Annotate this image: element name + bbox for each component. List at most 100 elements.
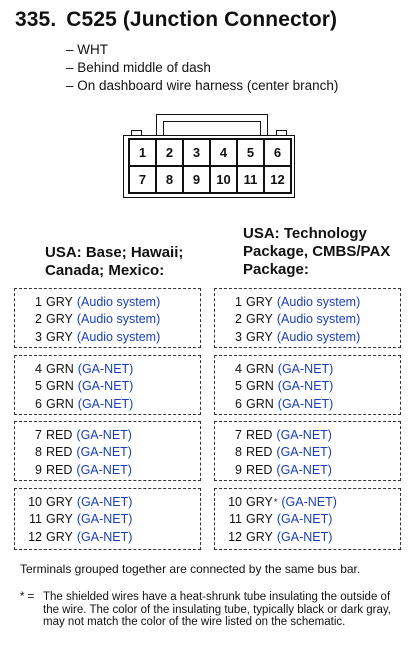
signal-name: (GA-NET) — [76, 529, 133, 544]
terminal-number: 5 — [35, 379, 42, 394]
terminal-number: 10 — [228, 494, 242, 509]
wire-color: GRY — [246, 512, 273, 527]
terminal-number: 12 — [28, 529, 42, 544]
terminal-number: 7 — [35, 427, 42, 442]
terminal-number: 6 — [235, 396, 242, 411]
terminal-number: 4 — [35, 361, 42, 376]
property-harness: – On dashboard wire harness (center bran… — [66, 78, 339, 93]
wire-color: RED — [246, 445, 273, 460]
signal-name: (GA-NET) — [77, 361, 134, 376]
wire-color: RED — [246, 427, 273, 442]
bus-bar-note: Terminals grouped together are connected… — [20, 562, 361, 576]
terminal-number: 8 — [235, 445, 242, 460]
signal-name: (Audio system) — [276, 329, 361, 344]
terminal-row: 3 GRY(Audio system) — [15, 328, 200, 346]
connector-lock-tab-inner — [163, 121, 261, 136]
signal-name: (Audio system) — [76, 329, 161, 344]
pin-9: 9 — [183, 166, 210, 193]
right-heading-line: Package, CMBS/PAX — [243, 243, 391, 260]
terminal-row: 3 GRY(Audio system) — [215, 328, 400, 346]
terminal-number: 12 — [228, 529, 242, 544]
terminal-row: 12 GRY(GA-NET) — [15, 528, 200, 546]
signal-name: (GA-NET) — [281, 494, 337, 509]
note-star-symbol: * = — [20, 591, 35, 603]
signal-name: (GA-NET) — [76, 445, 132, 460]
pin-12: 12 — [264, 166, 291, 193]
shielded-wire-note: * = The shielded wires have a heat-shrun… — [20, 591, 393, 629]
wire-color: GRY — [46, 329, 73, 344]
pin-7: 7 — [129, 166, 156, 193]
signal-name: (GA-NET) — [77, 396, 134, 411]
terminal-number: 3 — [235, 329, 242, 344]
pin-5: 5 — [237, 139, 264, 166]
terminal-row: 4 GRN(GA-NET) — [15, 360, 200, 378]
wire-color: GRN — [46, 361, 74, 376]
wire-color: GRN — [46, 396, 74, 411]
right-column-heading: USA: Technology Package, CMBS/PAX Packag… — [243, 225, 390, 279]
connector-shell — [123, 135, 295, 198]
signal-name: (GA-NET) — [76, 494, 133, 509]
terminal-number: 7 — [235, 427, 242, 442]
pin-2: 2 — [156, 139, 183, 166]
signal-name: (GA-NET) — [276, 529, 333, 544]
wire-color: GRY — [46, 529, 73, 544]
terminal-number: 2 — [235, 312, 242, 327]
pin-1: 1 — [129, 139, 156, 166]
signal-name: (GA-NET) — [76, 462, 132, 477]
connector-ear-right — [276, 130, 287, 136]
terminal-number: 6 — [35, 396, 42, 411]
terminal-number: 9 — [235, 462, 242, 477]
wire-color: GRY — [46, 294, 73, 309]
terminal-number: 3 — [35, 329, 42, 344]
signal-name: (GA-NET) — [277, 396, 334, 411]
connector-number: 335. — [15, 8, 57, 31]
wire-color: RED — [246, 462, 273, 477]
property-color: – WHT — [66, 42, 108, 57]
wire-color: GRY — [46, 494, 73, 509]
connector-ear-left — [131, 130, 142, 136]
property-location: – Behind middle of dash — [66, 60, 211, 75]
connector-diagram: 1 2 3 4 5 6 7 8 9 10 11 12 — [123, 114, 297, 198]
wire-color: GRY — [246, 329, 273, 344]
pin-3: 3 — [183, 139, 210, 166]
terminal-number: 4 — [235, 361, 242, 376]
signal-name: (Audio system) — [276, 312, 361, 327]
wire-color: GRN — [246, 379, 274, 394]
signal-name: (GA-NET) — [276, 427, 332, 442]
signal-name: (Audio system) — [76, 312, 161, 327]
pin-6: 6 — [264, 139, 291, 166]
note-star-text: The shielded wires have a heat-shrunk tu… — [43, 591, 391, 628]
terminal-number: 5 — [235, 379, 242, 394]
signal-name: (GA-NET) — [76, 427, 132, 442]
terminal-number: 11 — [29, 512, 42, 527]
terminal-row: 9 RED(GA-NET) — [215, 461, 400, 479]
signal-name: (GA-NET) — [276, 462, 332, 477]
wire-color: GRY — [46, 512, 73, 527]
left-heading-line: USA: Base; Hawaii; — [45, 244, 184, 261]
wire-color: GRY — [246, 494, 273, 509]
wire-color: GRY — [246, 312, 273, 327]
page-title: 335.C525 (Junction Connector) — [15, 8, 337, 32]
signal-name: (Audio system) — [276, 294, 361, 309]
terminal-row: 7 RED(GA-NET) — [215, 426, 400, 444]
pin-11: 11 — [237, 166, 264, 193]
